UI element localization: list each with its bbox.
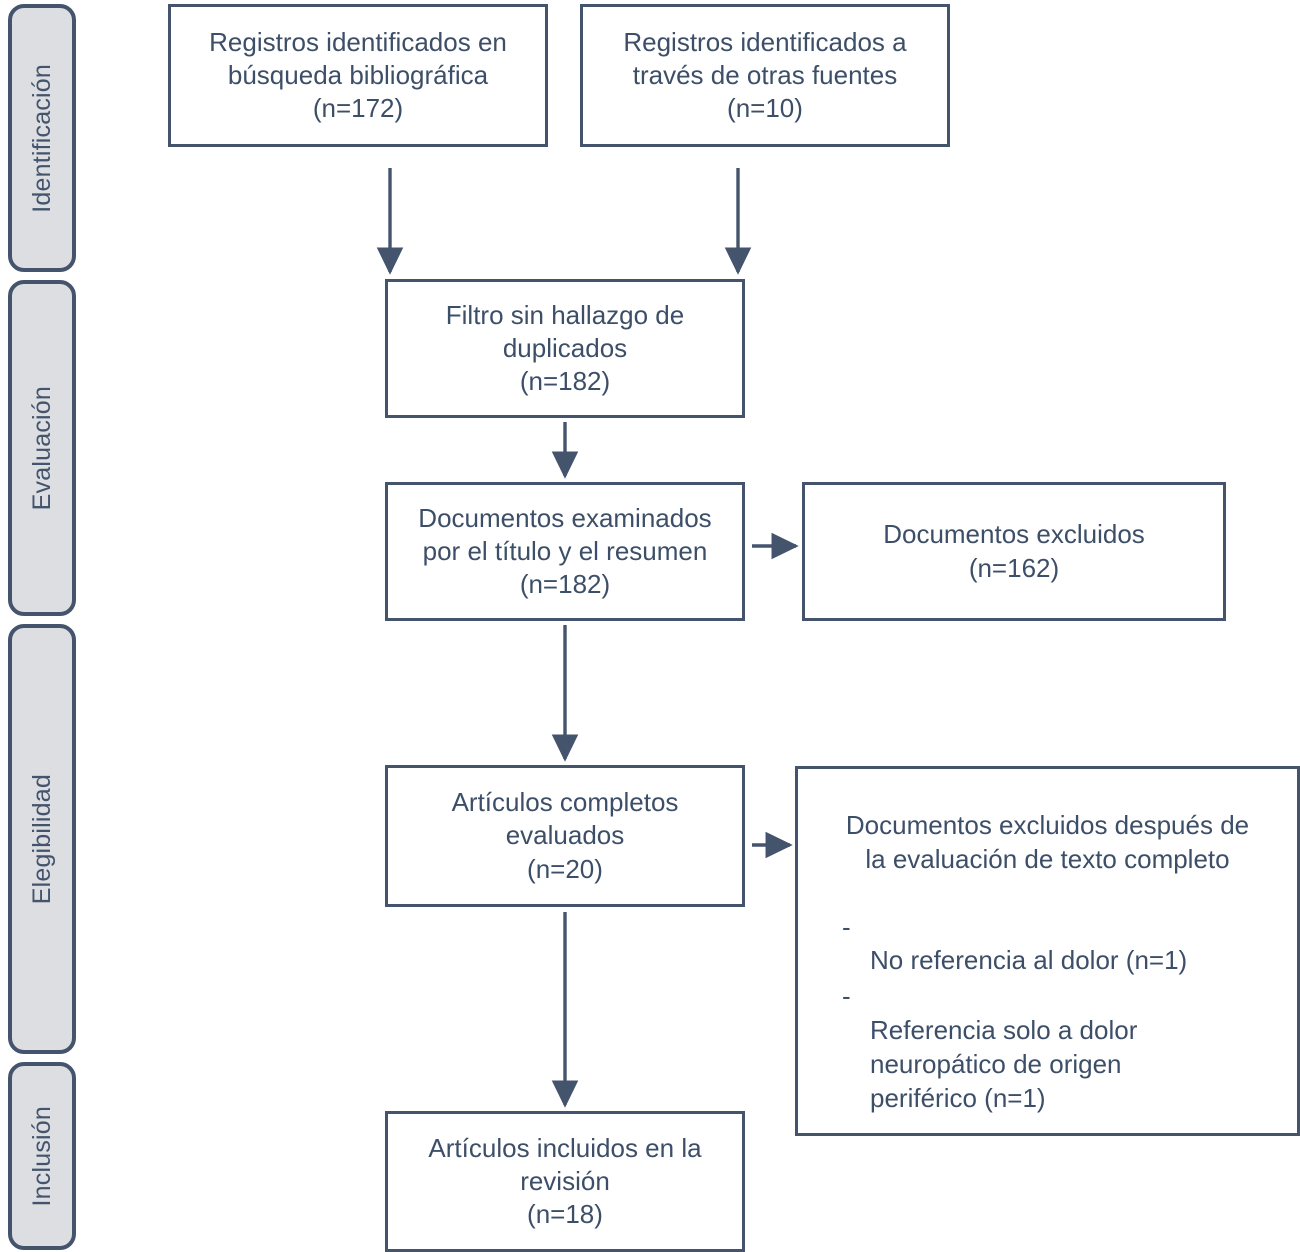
box-documentos-excluidos: Documentos excluidos (n=162)	[802, 482, 1226, 621]
stage-inclusion: Inclusión	[8, 1062, 76, 1250]
box-text: Artículos completos evaluados (n=20)	[451, 787, 679, 884]
box-filtro-sin-hallazgo-duplicados: Filtro sin hallazgo de duplicados (n=182…	[385, 279, 745, 418]
box-text: Registros identificados a través de otra…	[623, 26, 907, 124]
box-text: Registros identificados en búsqueda bibl…	[209, 26, 507, 124]
dash-marker: -	[842, 981, 851, 1012]
box-documentos-excluidos-texto-completo: Documentos excluidos después de la evalu…	[795, 766, 1300, 1136]
list-item: -No referencia al dolor (n=1)	[842, 911, 1281, 979]
dash-marker: -	[842, 911, 851, 942]
stage-evaluacion: Evaluación	[8, 280, 76, 616]
box-articulos-completos-evaluados: Artículos completos evaluados (n=20)	[385, 765, 745, 907]
reason-text: Referencia solo a dolor neuropático de o…	[870, 1014, 1138, 1113]
box-documentos-examinados: Documentos examinados por el título y el…	[385, 482, 745, 621]
box-registros-identificados-busqueda: Registros identificados en búsqueda bibl…	[168, 4, 548, 147]
box-text: Filtro sin hallazgo de duplicados (n=182…	[445, 299, 685, 397]
box-registros-identificados-otras-fuentes: Registros identificados a través de otra…	[580, 4, 950, 147]
box-articulos-incluidos-revision: Artículos incluidos en la revisión (n=18…	[385, 1111, 745, 1252]
stage-label-elegibilidad: Elegibilidad	[27, 773, 56, 905]
stage-elegibilidad: Elegibilidad	[8, 624, 76, 1054]
exclusion-reason-list: -No referencia al dolor (n=1) -Referenci…	[814, 911, 1281, 1118]
stage-label-inclusion: Inclusión	[27, 1105, 56, 1207]
exclusion-headline: Documentos excluidos después de la evalu…	[845, 810, 1250, 874]
box-text: Artículos incluidos en la revisión (n=18…	[428, 1132, 702, 1230]
box-text: Documentos excluidos (n=162)	[883, 519, 1145, 583]
reason-text: No referencia al dolor (n=1)	[870, 945, 1188, 976]
stage-label-identificacion: Identificación	[27, 63, 56, 213]
stage-identificacion: Identificación	[8, 4, 76, 272]
box-text: Documentos examinados por el título y el…	[418, 502, 712, 600]
list-item: -Referencia solo a dolor neuropático de …	[842, 980, 1281, 1115]
stage-label-evaluacion: Evaluación	[27, 385, 56, 511]
